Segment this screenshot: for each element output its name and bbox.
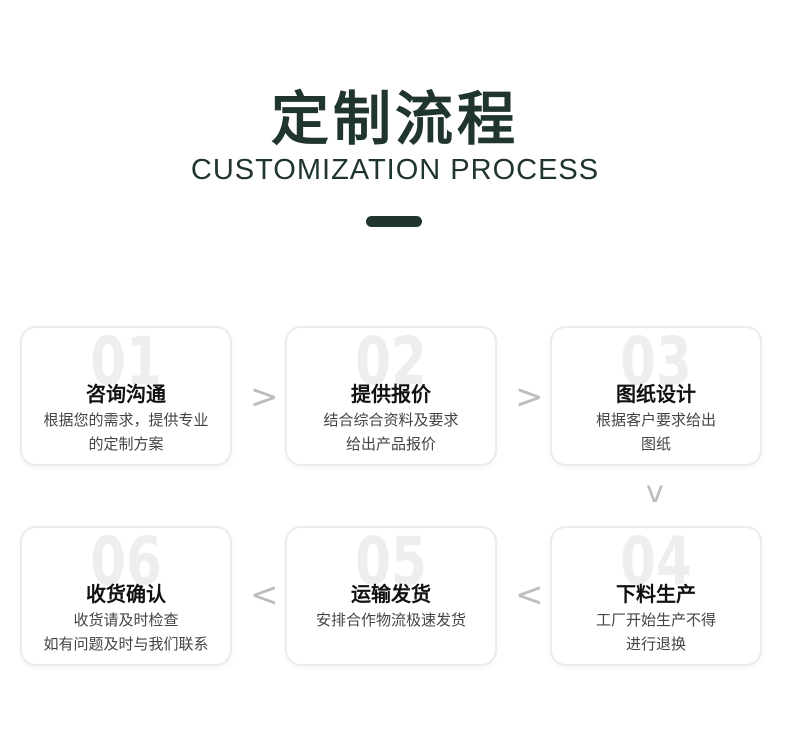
- step-desc-02-line2: 给出产品报价: [345, 435, 436, 453]
- page-subtitle: CUSTOMIZATION PROCESS: [190, 154, 600, 186]
- step-title-01: 咨询沟通: [86, 382, 166, 406]
- step-card-02: 02 提供报价 结合综合资料及要求 给出产品报价: [285, 326, 497, 466]
- step-card-06: 06 收货确认 收货请及时检查 如有问题及时与我们联系: [20, 526, 232, 666]
- step-title-03: 图纸设计: [616, 382, 696, 406]
- arrow-left-icon: <: [515, 575, 544, 615]
- step-desc-05: 安排合作物流极速发货: [293, 608, 489, 632]
- step-title-02: 提供报价: [351, 382, 431, 406]
- step-desc-01: 根据您的需求，提供专业 的定制方案: [28, 408, 224, 456]
- step-desc-05-line1: 安排合作物流极速发货: [315, 611, 466, 629]
- arrow-right-icon: >: [250, 377, 279, 417]
- step-number-01: 01: [90, 326, 162, 400]
- step-card-01: 01 咨询沟通 根据您的需求，提供专业 的定制方案: [20, 326, 232, 466]
- step-desc-04: 工厂开始生产不得 进行退换: [558, 608, 754, 656]
- step-card-04: 04 下料生产 工厂开始生产不得 进行退换: [550, 526, 762, 666]
- step-desc-06-line1: 收货请及时检查: [73, 611, 179, 629]
- step-desc-04-line2: 进行退换: [625, 635, 686, 653]
- step-desc-01-line1: 根据您的需求，提供专业: [43, 411, 209, 429]
- step-card-03: 03 图纸设计 根据客户要求给出 图纸: [550, 326, 762, 466]
- step-title-05: 运输发货: [351, 582, 431, 606]
- page-title: 定制流程: [270, 85, 519, 153]
- step-number-02: 02: [355, 326, 427, 400]
- step-desc-01-line2: 的定制方案: [88, 435, 164, 453]
- step-desc-02-line1: 结合综合资料及要求: [323, 411, 459, 429]
- title-underline-bar: [366, 216, 422, 227]
- step-number-06: 06: [90, 526, 162, 600]
- step-desc-04-line1: 工厂开始生产不得: [595, 611, 716, 629]
- step-desc-06-line2: 如有问题及时与我们联系: [43, 635, 209, 653]
- step-desc-06: 收货请及时检查 如有问题及时与我们联系: [28, 608, 224, 656]
- step-number-04: 04: [620, 526, 692, 600]
- step-number-03: 03: [620, 326, 692, 400]
- step-card-05: 05 运输发货 安排合作物流极速发货: [285, 526, 497, 666]
- arrow-down-icon: v: [646, 475, 664, 510]
- step-number-05: 05: [355, 526, 427, 600]
- step-desc-03-line1: 根据客户要求给出: [595, 411, 716, 429]
- step-desc-03: 根据客户要求给出 图纸: [558, 408, 754, 456]
- step-title-04: 下料生产: [616, 582, 696, 606]
- step-desc-03-line2: 图纸: [640, 435, 671, 453]
- step-title-06: 收货确认: [86, 582, 166, 606]
- arrow-right-icon: >: [515, 377, 544, 417]
- arrow-left-icon: <: [250, 575, 279, 615]
- step-desc-02: 结合综合资料及要求 给出产品报价: [293, 408, 489, 456]
